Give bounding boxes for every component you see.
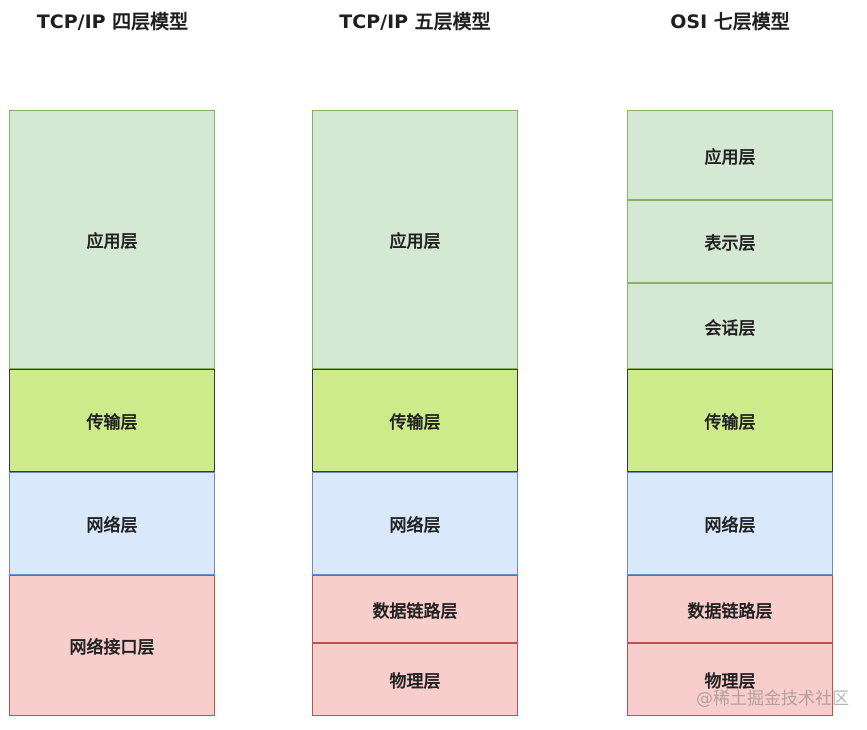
layer-physical: 物理层 [312, 643, 518, 716]
layer-transport: 传输层 [9, 369, 215, 472]
stack-osi-7: 应用层 表示层 会话层 传输层 网络层 数据链路层 物理层 [627, 110, 833, 716]
layer-physical: 物理层 [627, 643, 833, 716]
model-title-tcpip-5: TCP/IP 五层模型 [339, 11, 491, 33]
model-title-osi-7: OSI 七层模型 [670, 11, 790, 33]
layer-network-interface: 网络接口层 [9, 575, 215, 716]
layer-data-link: 数据链路层 [627, 575, 833, 643]
layer-network: 网络层 [312, 472, 518, 575]
model-title-tcpip-4: TCP/IP 四层模型 [36, 11, 189, 33]
layer-application: 应用层 [9, 110, 215, 369]
layer-transport: 传输层 [627, 369, 833, 472]
layer-network: 网络层 [627, 472, 833, 575]
stack-tcpip-4: 应用层 传输层 网络层 网络接口层 [9, 110, 215, 716]
layer-network: 网络层 [9, 472, 215, 575]
layer-session: 会话层 [627, 283, 833, 369]
layer-application: 应用层 [627, 110, 833, 200]
stack-tcpip-5: 应用层 传输层 网络层 数据链路层 物理层 [312, 110, 518, 716]
watermark: @稀土掘金技术社区 [696, 689, 849, 709]
layer-application: 应用层 [312, 110, 518, 369]
layer-presentation: 表示层 [627, 200, 833, 283]
layer-transport: 传输层 [312, 369, 518, 472]
layer-data-link: 数据链路层 [312, 575, 518, 643]
